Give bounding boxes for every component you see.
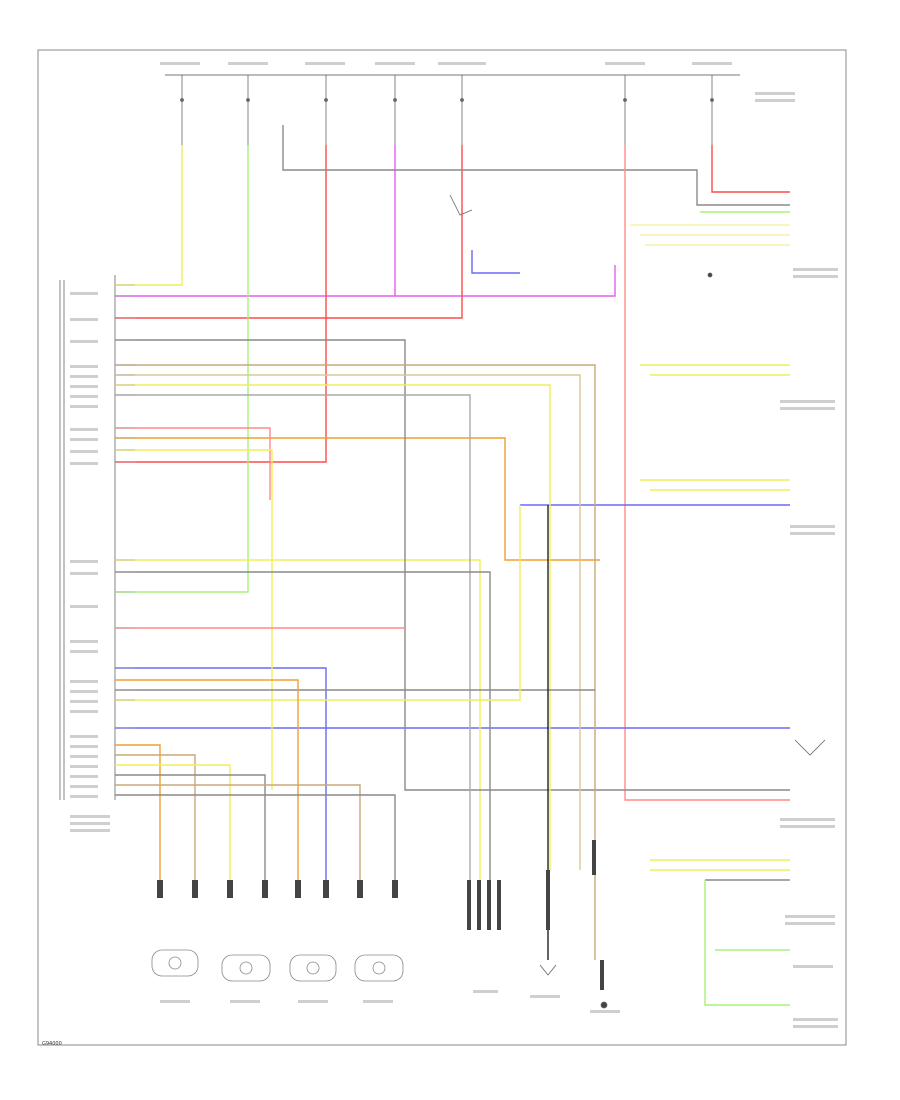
wire-red-4 — [711, 145, 790, 193]
ground-point-2 — [707, 272, 713, 278]
wire-red-1 — [115, 145, 327, 463]
wire-red-2 — [115, 145, 463, 319]
wire-runs — [115, 125, 790, 1006]
sensor-connectors — [157, 840, 604, 990]
fluid-level-switch — [794, 739, 826, 756]
wire-yellow-1 — [115, 145, 183, 286]
wire-sensor-1b — [115, 754, 196, 880]
sensor-right-front — [221, 954, 271, 982]
wire-gray-3 — [115, 394, 471, 880]
sensor-left-rear — [289, 954, 337, 982]
wire-tan-2 — [115, 374, 581, 870]
small-label-blocks — [70, 62, 838, 1028]
wire-green-3 — [704, 880, 790, 1006]
wire-sensor-2a — [115, 764, 231, 880]
switch-components — [449, 194, 826, 1009]
module-pins — [115, 284, 135, 729]
wire-tan-1 — [115, 364, 596, 870]
wire-sensor-3a — [115, 679, 299, 880]
brake-switch — [539, 964, 557, 976]
wire-yellow-9 — [115, 384, 551, 870]
wire-blue-1 — [471, 250, 520, 274]
wire-orange-1 — [115, 437, 600, 561]
wire-sensor-1a — [115, 744, 161, 880]
wire-sensor-4a — [115, 784, 361, 880]
wire-gray-2 — [115, 339, 790, 791]
wire-gray-4 — [115, 571, 491, 880]
wire-blue-4 — [115, 667, 327, 880]
wire-gray-1 — [282, 125, 790, 206]
abs-control-module — [59, 275, 116, 800]
sensor-right-rear — [354, 954, 404, 982]
wire-sensor-2b — [115, 774, 266, 880]
wire-red-3 — [624, 145, 790, 801]
sensor-left-front — [151, 949, 199, 977]
wire-green-1 — [115, 145, 249, 593]
wire-yellow-11 — [115, 505, 521, 701]
wire-yellow-10 — [115, 449, 273, 790]
ground-point-1 — [600, 1001, 608, 1009]
wire-orange-2 — [115, 559, 481, 880]
diagram-border — [37, 49, 847, 1046]
wheel-speed-sensors — [151, 949, 404, 982]
fuse-group — [180, 75, 714, 145]
wire-sensor-4b — [115, 794, 396, 880]
relay-switch — [449, 194, 473, 216]
figure-code: G94000 — [42, 1041, 62, 1047]
wire-red-5 — [115, 427, 271, 500]
wire-violet-1 — [115, 265, 616, 297]
